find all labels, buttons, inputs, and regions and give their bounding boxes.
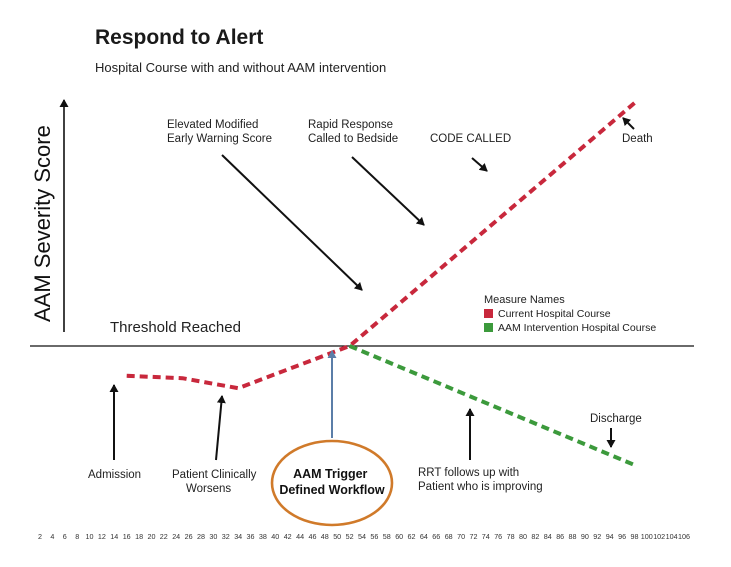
x-tick-label: 78 bbox=[507, 532, 515, 541]
x-tick-label: 68 bbox=[445, 532, 453, 541]
threshold-label: Threshold Reached bbox=[110, 319, 241, 336]
annotation-trigger-line1: AAM Trigger bbox=[293, 467, 367, 481]
x-tick-label: 82 bbox=[531, 532, 539, 541]
x-tick-label: 50 bbox=[333, 532, 341, 541]
x-tick-label: 70 bbox=[457, 532, 465, 541]
arrow-death bbox=[622, 117, 635, 130]
annotation-rrt: RRT follows up with Patient who is impro… bbox=[418, 467, 543, 493]
arrow-worsens bbox=[215, 395, 226, 461]
x-tick-label: 60 bbox=[395, 532, 403, 541]
x-tick-label: 56 bbox=[370, 532, 378, 541]
x-tick-label: 72 bbox=[470, 532, 478, 541]
legend-swatch-intervention bbox=[484, 323, 493, 332]
x-tick-label: 48 bbox=[321, 532, 329, 541]
annotation-death: Death bbox=[622, 133, 653, 145]
x-tick-label: 62 bbox=[408, 532, 416, 541]
annotation-trigger: AAM Trigger Defined Workflow bbox=[279, 467, 385, 497]
x-tick-label: 42 bbox=[284, 532, 292, 541]
x-tick-label: 76 bbox=[494, 532, 502, 541]
annotation-elevated-line2: Early Warning Score bbox=[167, 133, 272, 145]
x-tick-label: 66 bbox=[432, 532, 440, 541]
x-tick-label: 106 bbox=[678, 532, 690, 541]
annotation-elevated-line1: Elevated Modified bbox=[167, 119, 258, 131]
x-tick-label: 52 bbox=[346, 532, 354, 541]
arrow-elevated bbox=[221, 154, 363, 291]
annotation-rrt-line2: Patient who is improving bbox=[418, 481, 543, 493]
x-tick-label: 92 bbox=[593, 532, 601, 541]
x-tick-label: 28 bbox=[197, 532, 205, 541]
x-tick-label: 102 bbox=[653, 532, 665, 541]
annotation-discharge: Discharge bbox=[590, 413, 642, 425]
x-tick-label: 20 bbox=[148, 532, 156, 541]
series-layer bbox=[126, 101, 636, 467]
x-tick-label: 6 bbox=[63, 532, 67, 541]
annotation-elevated: Elevated Modified Early Warning Score bbox=[167, 119, 272, 145]
x-tick-label: 8 bbox=[75, 532, 79, 541]
x-tick-label: 74 bbox=[482, 532, 490, 541]
y-axis-label: AAM Severity Score bbox=[30, 125, 55, 322]
legend-swatch-current bbox=[484, 309, 493, 318]
x-tick-label: 22 bbox=[160, 532, 168, 541]
annotation-admission: Admission bbox=[88, 469, 141, 481]
x-tick-label: 36 bbox=[247, 532, 255, 541]
chart-title: Respond to Alert bbox=[95, 26, 263, 49]
x-tick-label: 2 bbox=[38, 532, 42, 541]
trigger-ellipse bbox=[270, 439, 394, 527]
x-tick-label: 10 bbox=[86, 532, 94, 541]
x-tick-label: 64 bbox=[420, 532, 428, 541]
x-tick-label: 96 bbox=[618, 532, 626, 541]
x-tick-label: 90 bbox=[581, 532, 589, 541]
x-tick-label: 14 bbox=[110, 532, 118, 541]
arrow-rapid bbox=[351, 156, 425, 226]
x-tick-label: 80 bbox=[519, 532, 527, 541]
x-tick-label: 26 bbox=[185, 532, 193, 541]
x-tick-label: 94 bbox=[606, 532, 614, 541]
x-tick-label: 40 bbox=[271, 532, 279, 541]
x-tick-label: 4 bbox=[50, 532, 54, 541]
legend-entry-intervention: AAM Intervention Hospital Course bbox=[498, 322, 656, 334]
annotation-worsens-line1: Patient Clinically bbox=[172, 469, 257, 481]
x-tick-label: 34 bbox=[234, 532, 242, 541]
x-tick-label: 88 bbox=[569, 532, 577, 541]
x-tick-label: 32 bbox=[222, 532, 230, 541]
x-tick-label: 12 bbox=[98, 532, 106, 541]
annotation-trigger-line2: Defined Workflow bbox=[279, 483, 385, 497]
series-line-intervention bbox=[348, 344, 636, 467]
annotation-worsens-line2: Worsens bbox=[186, 483, 231, 495]
annotation-worsens: Patient Clinically Worsens bbox=[172, 469, 260, 495]
x-tick-label: 44 bbox=[296, 532, 304, 541]
x-tick-label: 100 bbox=[641, 532, 653, 541]
x-tick-label: 30 bbox=[209, 532, 217, 541]
legend-entry-current: Current Hospital Course bbox=[498, 308, 611, 320]
annotation-code: CODE CALLED bbox=[430, 133, 511, 145]
x-tick-label: 38 bbox=[259, 532, 267, 541]
x-tick-label: 104 bbox=[666, 532, 678, 541]
x-tick-label: 86 bbox=[556, 532, 564, 541]
series-line-current bbox=[126, 101, 636, 391]
annotation-rapid-line1: Rapid Response bbox=[308, 119, 393, 131]
annotation-rapid: Rapid Response Called to Bedside bbox=[308, 119, 398, 145]
x-tick-label: 54 bbox=[358, 532, 366, 541]
x-tick-label: 98 bbox=[631, 532, 639, 541]
x-tick-label: 46 bbox=[309, 532, 317, 541]
x-tick-label: 58 bbox=[383, 532, 391, 541]
arrow-code bbox=[471, 157, 488, 172]
x-tick-label: 84 bbox=[544, 532, 552, 541]
legend: Measure Names Current Hospital Course AA… bbox=[484, 294, 656, 334]
x-tick-label: 24 bbox=[172, 532, 180, 541]
annotation-rrt-line1: RRT follows up with bbox=[418, 467, 519, 479]
x-tick-label: 18 bbox=[135, 532, 143, 541]
annotation-rapid-line2: Called to Bedside bbox=[308, 133, 398, 145]
chart-subtitle: Hospital Course with and without AAM int… bbox=[95, 60, 386, 75]
x-tick-label: 16 bbox=[123, 532, 131, 541]
legend-title: Measure Names bbox=[484, 294, 565, 306]
